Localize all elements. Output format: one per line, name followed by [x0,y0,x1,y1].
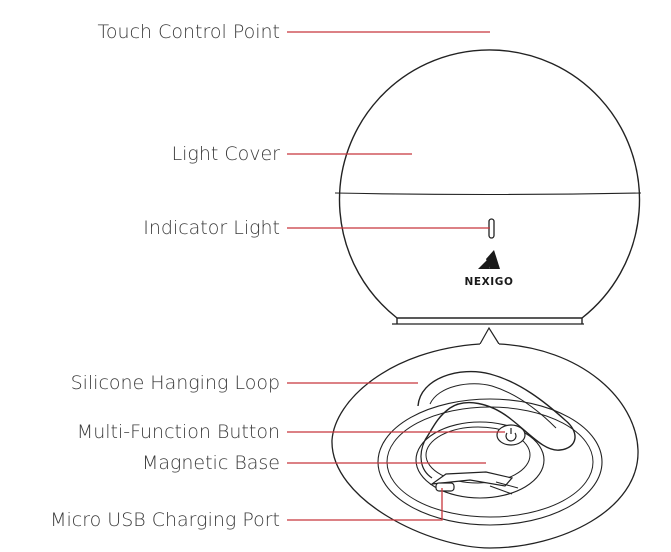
power-button-icon [496,424,526,446]
callout-light-cover: Light Cover [171,143,280,165]
callout-magnetic-base: Magnetic Base [141,452,280,474]
callout-multi-function-button: Multi-Function Button [76,421,280,443]
usb-cable [429,471,514,487]
usb-port-icon [435,482,455,492]
magnifier-pointer [479,326,500,345]
light-body [334,49,642,325]
nexigo-logo: NEXIGO [464,250,513,288]
callout-touch-control-point: Touch Control Point [97,21,280,43]
leader-micro-usb-charging-port [287,488,443,521]
callout-micro-usb-charging-port: Micro USB Charging Port [50,509,280,531]
callout-indicator-light: Indicator Light [143,217,280,239]
logo-text: NEXIGO [464,276,513,288]
hanging-loop-strap [417,370,576,451]
callout-silicone-hanging-loop: Silicone Hanging Loop [70,372,280,394]
light-cover-seam [334,192,642,196]
magnified-base-detail [331,343,639,549]
